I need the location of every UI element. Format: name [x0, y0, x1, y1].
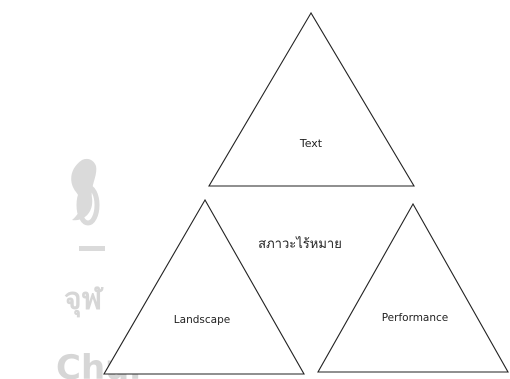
triangle-landscape-shape [103, 198, 305, 375]
watermark-thai-text: จุฬ [64, 282, 104, 318]
triangle-text-shape [208, 11, 415, 187]
triangle-landscape-label: Landscape [174, 314, 230, 326]
triangle-landscape: Landscape [103, 198, 305, 375]
triangle-performance: Performance [317, 202, 509, 373]
seal-watermark-icon [71, 158, 105, 251]
triangle-text-label: Text [299, 137, 323, 150]
triangle-performance-label: Performance [382, 312, 449, 324]
center-label: สภาวะไร้หมาย [258, 236, 342, 252]
triangle-performance-shape [317, 202, 509, 373]
triangle-text: Text [208, 11, 415, 187]
